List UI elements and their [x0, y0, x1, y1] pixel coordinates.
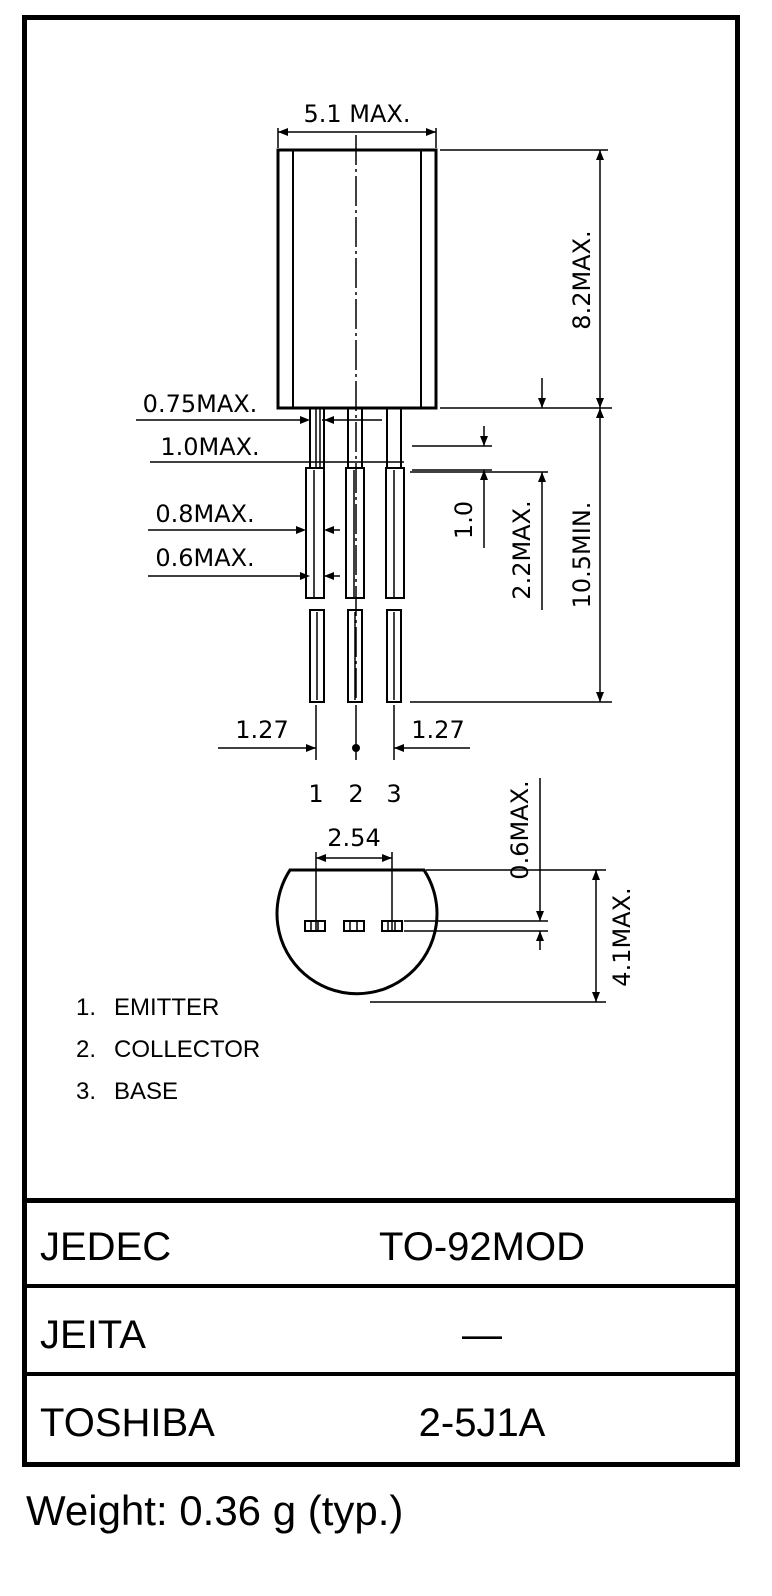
- table-value-jeita: ―: [462, 1313, 502, 1357]
- pin-legend-name-1: EMITTER: [114, 994, 219, 1021]
- dim-label-body-depth: 4.1MAX.: [608, 887, 636, 986]
- pin-legend-name-2: COLLECTOR: [114, 1036, 260, 1063]
- dim-label-lead-075: 0.75MAX.: [143, 390, 258, 418]
- dim-label-pitch-left: 1.27: [235, 716, 288, 744]
- pin-legend-number-2: 2.: [76, 1036, 96, 1063]
- package-outline-drawing: 5.1 MAX. 8.2MAX.: [76, 100, 636, 1105]
- table-row-toshiba: TOSHIBA 2-5J1A: [22, 1379, 740, 1467]
- table-row-jedec: JEDEC TO-92MOD: [22, 1203, 740, 1291]
- dim-label-kink-height: 2.2MAX.: [508, 500, 536, 599]
- dim-label-lead-06: 0.6MAX.: [155, 544, 254, 572]
- dim-label-lead-10: 1.0MAX.: [160, 433, 259, 461]
- table-row-jeita: JEITA ―: [22, 1291, 740, 1379]
- dim-body-width: 5.1 MAX.: [277, 100, 437, 148]
- dim-label-standoff: 1.0: [450, 501, 478, 539]
- table-value-jedec: TO-92MOD: [379, 1225, 585, 1269]
- table-divider-1: [22, 1284, 740, 1288]
- dim-label-lead-length: 10.5MIN.: [568, 502, 596, 609]
- pin-number-1: 1: [308, 780, 323, 808]
- dim-label-pitch-right: 1.27: [411, 716, 464, 744]
- drawing-frame: [22, 15, 740, 1467]
- dim-label-body-width: 5.1 MAX.: [304, 100, 411, 128]
- pin-legend: 1. EMITTER 2. COLLECTOR 3. BASE: [76, 994, 260, 1105]
- package-bottom-view: 2.54 0.6MAX. 4.1MAX.: [275, 778, 636, 1003]
- pin-legend-number-3: 3.: [76, 1078, 96, 1105]
- table-label-jedec: JEDEC: [40, 1225, 172, 1269]
- dim-label-flat-offset: 0.6MAX.: [506, 780, 534, 879]
- table-value-toshiba: 2-5J1A: [418, 1401, 546, 1445]
- package-table: JEDEC TO-92MOD JEITA ― TOSHIBA 2-5J1A: [22, 1198, 740, 1467]
- dim-lead-heights: 1.0 2.2MAX. 10.5MIN.: [410, 378, 612, 703]
- dim-label-lead-08: 0.8MAX.: [155, 500, 254, 528]
- dim-lead-widths: 0.75MAX. 1.0MAX. 0.8MAX. 0.6MAX.: [136, 390, 382, 580]
- dim-label-pin-spacing: 2.54: [327, 824, 380, 852]
- table-label-toshiba: TOSHIBA: [40, 1401, 215, 1445]
- weight-note: Weight: 0.36 g (typ.): [26, 1487, 404, 1534]
- pin-legend-number-1: 1.: [76, 994, 96, 1021]
- table-label-jeita: JEITA: [40, 1313, 146, 1357]
- pin-legend-name-3: BASE: [114, 1078, 178, 1105]
- table-divider-2: [22, 1372, 740, 1376]
- pin-numbers: 1 2 3: [308, 780, 401, 808]
- dim-body-height: 8.2MAX.: [440, 149, 612, 409]
- leads: [305, 407, 405, 703]
- dim-pitch: 1.27 1.27: [218, 705, 470, 760]
- dim-label-body-height: 8.2MAX.: [568, 230, 596, 329]
- pin-number-3: 3: [386, 780, 401, 808]
- pin-number-2: 2: [348, 780, 363, 808]
